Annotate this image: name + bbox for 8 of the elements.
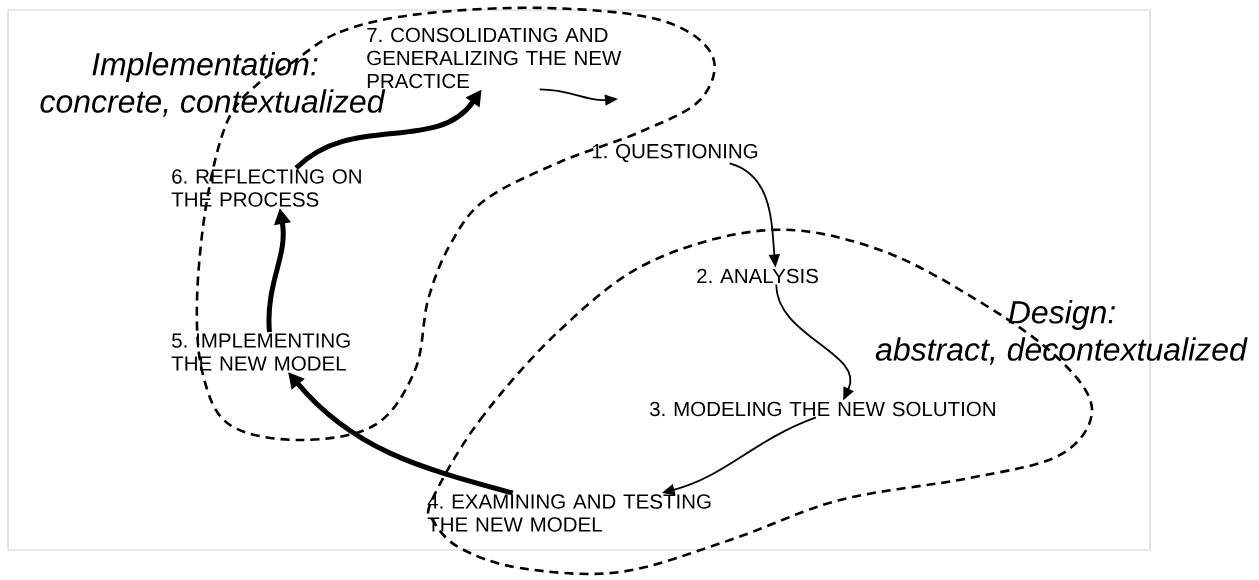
step-label: 7. CONSOLIDATING AND GENERALIZING THE NEW PRACTICE xyxy=(367,27,622,89)
step-label: 2. ANALYSIS xyxy=(697,268,818,284)
region-label: Design: xyxy=(1008,300,1115,330)
step-label: 1. QUESTIONING xyxy=(592,143,758,163)
region-label: concrete, contextualized xyxy=(40,89,386,117)
step-label: 3. MODELING THE NEW SOLUTION xyxy=(650,401,995,417)
region-label: Implementation: xyxy=(92,52,318,82)
region-label: abstract, decontextualized xyxy=(875,337,1248,365)
